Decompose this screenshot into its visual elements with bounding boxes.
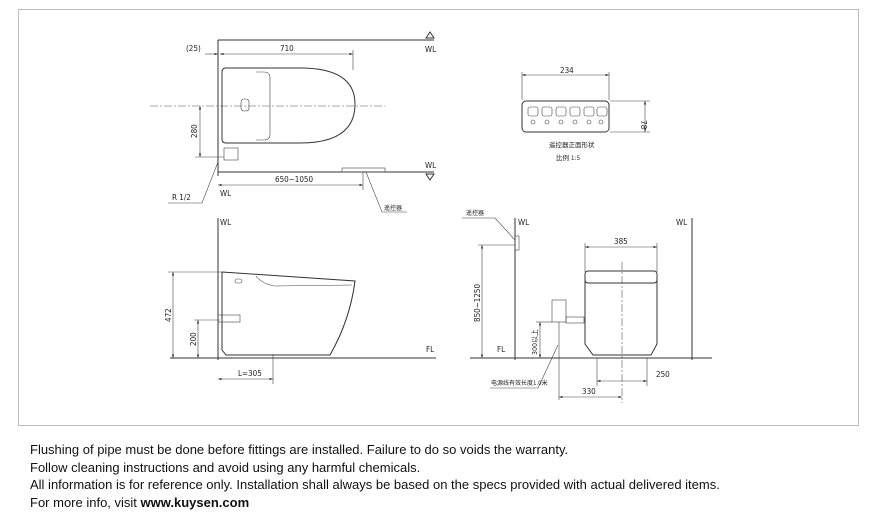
outlet-height: 300以上 bbox=[530, 329, 539, 355]
more-info-text: For more info, visit bbox=[30, 494, 141, 510]
toilet-top-outline bbox=[221, 67, 356, 144]
top-view: (25) 710 280 650~1050 WL WL WL R 1/2 遥控器 bbox=[150, 31, 436, 213]
side-height: 472 bbox=[164, 308, 173, 322]
front-fl: FL bbox=[497, 345, 505, 354]
front-wl-right: WL bbox=[676, 218, 687, 227]
power-cord-label: 电源线有效长度1.0米 bbox=[491, 379, 548, 387]
wl-top: WL bbox=[425, 45, 436, 54]
dim-offset: (25) bbox=[186, 44, 201, 53]
pipe-size: R 1/2 bbox=[172, 193, 191, 202]
dim-range: 650~1050 bbox=[275, 175, 314, 184]
side-fl: FL bbox=[426, 345, 434, 354]
notes: Flushing of pipe must be done before fit… bbox=[30, 441, 720, 511]
website-link[interactable]: www.kuysen.com bbox=[140, 494, 250, 510]
wl-bottom: WL bbox=[425, 161, 436, 170]
front-remote-label: 遥控器 bbox=[466, 209, 484, 217]
dim-330: 330 bbox=[582, 387, 596, 396]
drawing-frame bbox=[18, 9, 859, 426]
front-width: 385 bbox=[614, 237, 628, 246]
toilet-front-outline bbox=[584, 274, 658, 356]
side-length: L=305 bbox=[238, 369, 262, 378]
toilet-side-outline bbox=[221, 271, 356, 356]
note-reference: All information is for reference only. I… bbox=[30, 477, 720, 493]
note-flushing: Flushing of pipe must be done before fit… bbox=[30, 442, 569, 457]
side-wl: WL bbox=[220, 218, 231, 227]
side-view: 472 200 L=305 WL FL bbox=[164, 218, 436, 384]
remote-width: 234 bbox=[560, 66, 574, 75]
dim-center: 280 bbox=[190, 124, 199, 138]
remote-front-view: 234 78 遥控器正面形状 比例 1:5 bbox=[521, 66, 650, 162]
remote-mount-height: 850~1250 bbox=[473, 284, 482, 323]
remote-label: 遥控器 bbox=[384, 204, 402, 212]
dim-250: 250 bbox=[656, 370, 670, 379]
wl-side: WL bbox=[220, 189, 231, 198]
front-view: 385 850~1250 300以上 250 330 电源线有效长度1.0米 遥… bbox=[462, 209, 712, 403]
note-more-info: For more info, visit www.kuysen.com bbox=[30, 494, 720, 512]
note-cleaning: Follow cleaning instructions and avoid u… bbox=[30, 459, 421, 475]
inlet-height: 200 bbox=[189, 332, 198, 346]
front-wl-left: WL bbox=[518, 218, 529, 227]
remote-scale: 比例 1:5 bbox=[556, 153, 581, 162]
technical-drawing: (25) 710 280 650~1050 WL WL WL R 1/2 遥控器… bbox=[150, 31, 712, 403]
remote-height: 78 bbox=[639, 120, 648, 130]
dim-length: 710 bbox=[280, 44, 294, 53]
remote-title: 遥控器正面形状 bbox=[549, 140, 595, 149]
